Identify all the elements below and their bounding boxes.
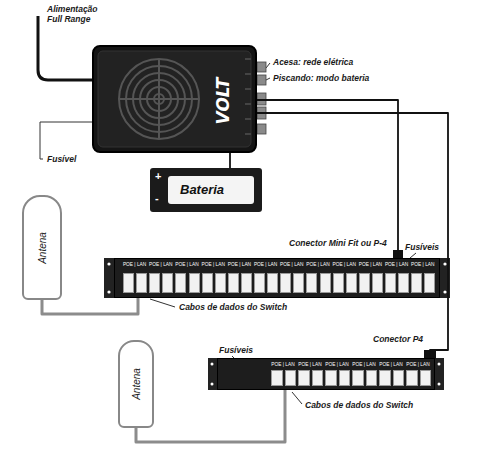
power-cable [257, 113, 448, 358]
port-jack [320, 273, 331, 293]
port-jack [189, 273, 200, 293]
leader-line [292, 392, 302, 404]
port-label: POE | LAN [332, 262, 357, 268]
port-label: POE | LAN [410, 262, 435, 268]
port-jack [215, 273, 226, 293]
port-jack [352, 370, 364, 386]
port-jack [385, 273, 396, 293]
port-label: POE | LAN [270, 362, 296, 368]
power-supply-box: VOLT [92, 45, 257, 153]
cable-label: Cabos de dados do Switch [178, 302, 288, 312]
connector-label: Conector P4 [372, 334, 424, 344]
port-jack [366, 370, 378, 386]
antenna-shape: Antena [22, 195, 62, 300]
port-label: POE | LAN [122, 262, 147, 268]
port-label: POE | LAN [351, 362, 377, 368]
port-jack [149, 273, 160, 293]
port-label: POE | LAN [174, 262, 199, 268]
power-cable [38, 16, 92, 80]
port-jack [254, 273, 265, 293]
port-label: POE | LAN [324, 362, 350, 368]
fan-grille [94, 47, 259, 155]
port-label: POE | LAN [201, 262, 226, 268]
port-jack [379, 370, 391, 386]
fuse-label: Fusível [46, 154, 77, 164]
power-input-label: Alimentação Full Range [46, 4, 110, 24]
port-jack [372, 273, 383, 293]
port-jack [162, 273, 173, 293]
brand-logo: VOLT [213, 78, 233, 125]
port-jack [424, 273, 435, 293]
port-jack [136, 273, 147, 293]
device-plugs [257, 62, 266, 134]
data-cable [42, 298, 138, 314]
battery-label: Bateria [180, 182, 224, 197]
port-label: POE | LAN [405, 362, 431, 368]
battery-box: + Bateria - [150, 168, 262, 212]
connector-label: Conector Mini Fit ou P-4 [288, 238, 388, 248]
led-label: Piscando: modo bateria [272, 73, 370, 83]
leader-line [150, 299, 175, 307]
port-jack [359, 273, 370, 293]
cable-label: Cabos de dados do Switch [304, 400, 414, 410]
port-jack [339, 370, 351, 386]
port-jack [393, 370, 405, 386]
leader-line [266, 78, 270, 80]
power-cable [229, 153, 231, 168]
port-jack [398, 273, 409, 293]
switch-panel: POE | LANPOE | LANPOE | LANPOE | LANPOE … [217, 358, 435, 390]
port-jack [280, 273, 291, 293]
port-label: POE | LAN [384, 262, 409, 268]
terminal-sign: - [155, 192, 159, 204]
antenna-label: Antena [37, 232, 48, 264]
port-jack [306, 273, 317, 293]
port-jack [285, 370, 297, 386]
port-jack [271, 370, 283, 386]
port-label: POE | LAN [358, 262, 383, 268]
port-label: POE | LAN [227, 262, 252, 268]
port-jack [293, 273, 304, 293]
port-jack [241, 273, 252, 293]
port-jack [406, 370, 418, 386]
fuse-label: Fusíveis [404, 242, 440, 252]
port-jack [298, 370, 310, 386]
port-jack [325, 370, 337, 386]
port-jack [267, 273, 278, 293]
port-jack [346, 273, 357, 293]
terminal-sign: + [155, 170, 161, 182]
port-jack [312, 370, 324, 386]
leader-line [266, 63, 270, 68]
port-jack [420, 370, 432, 386]
antenna-shape: Antena [118, 340, 154, 428]
port-jack [175, 273, 186, 293]
port-label: POE | LAN [279, 262, 304, 268]
switch-panel: POE | LANPOE | LANPOE | LANPOE | LANPOE … [114, 258, 440, 298]
port-label: POE | LAN [297, 362, 323, 368]
port-label: POE | LAN [148, 262, 173, 268]
antenna-label: Antena [131, 368, 142, 400]
port-label: POE | LAN [378, 362, 404, 368]
led-label: Acesa: rede elétrica [272, 57, 354, 67]
fuse-label: Fusíveis [218, 345, 254, 355]
port-jack [411, 273, 422, 293]
rack-ears [104, 258, 450, 390]
port-jack [333, 273, 344, 293]
port-jack [228, 273, 239, 293]
port-label: POE | LAN [305, 262, 330, 268]
port-jack [202, 273, 213, 293]
data-cable [136, 390, 285, 442]
port-label: POE | LAN [253, 262, 278, 268]
power-cable [257, 100, 398, 258]
port-jack [123, 273, 134, 293]
